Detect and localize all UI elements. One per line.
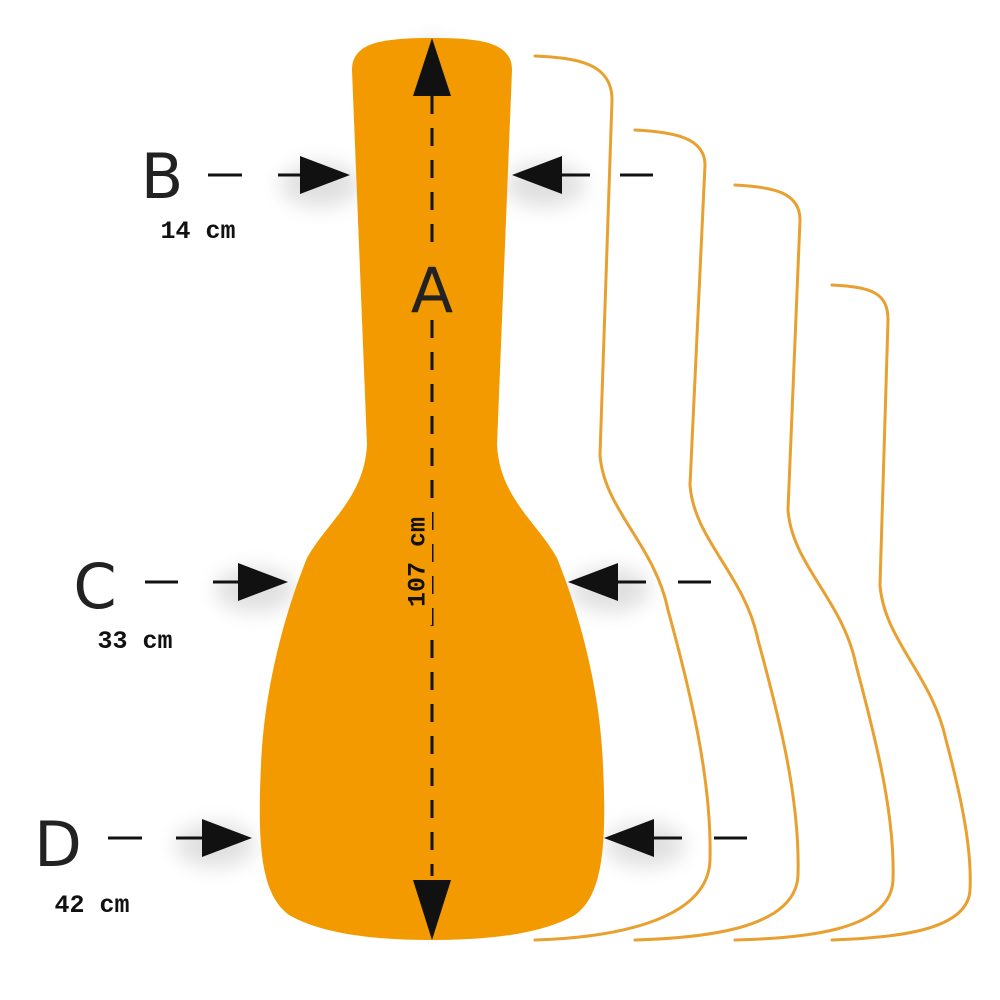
dimension-a-letter: A [411, 254, 453, 327]
dimension-b-arrow-left [300, 156, 350, 194]
size-outline-1 [533, 54, 712, 942]
dimension-d-arrow-right [604, 819, 654, 857]
size-outline-group [533, 54, 972, 942]
dimension-a: A 107 cm [396, 38, 460, 940]
dimension-b: B 14 cm [141, 140, 653, 246]
dimension-a-value: 107 cm [404, 517, 433, 607]
dimension-a-value-backdrop [396, 500, 432, 625]
dimension-d: D 42 cm [34, 808, 747, 920]
size-outline-4 [830, 283, 972, 942]
size-outline-2 [633, 128, 800, 942]
dimension-d-value: 42 cm [54, 891, 129, 920]
dimension-a-arrow-bottom [413, 880, 451, 940]
dimension-c: C 33 cm [73, 550, 711, 656]
dimension-d-arrow-left [202, 819, 252, 857]
dimension-c-value: 33 cm [97, 627, 172, 656]
dimension-b-letter: B [141, 140, 184, 213]
dimension-d-letter: D [34, 808, 82, 881]
size-outline-3 [733, 183, 895, 942]
dimension-c-arrow-left [238, 563, 288, 601]
dimension-b-arrow-right [512, 156, 562, 194]
dimension-c-arrow-right [568, 563, 618, 601]
dimension-a-letter-backdrop [404, 250, 460, 320]
dimension-b-value: 14 cm [160, 217, 235, 246]
dimension-a-arrow-top [413, 38, 451, 96]
dimension-c-letter: C [73, 550, 116, 623]
